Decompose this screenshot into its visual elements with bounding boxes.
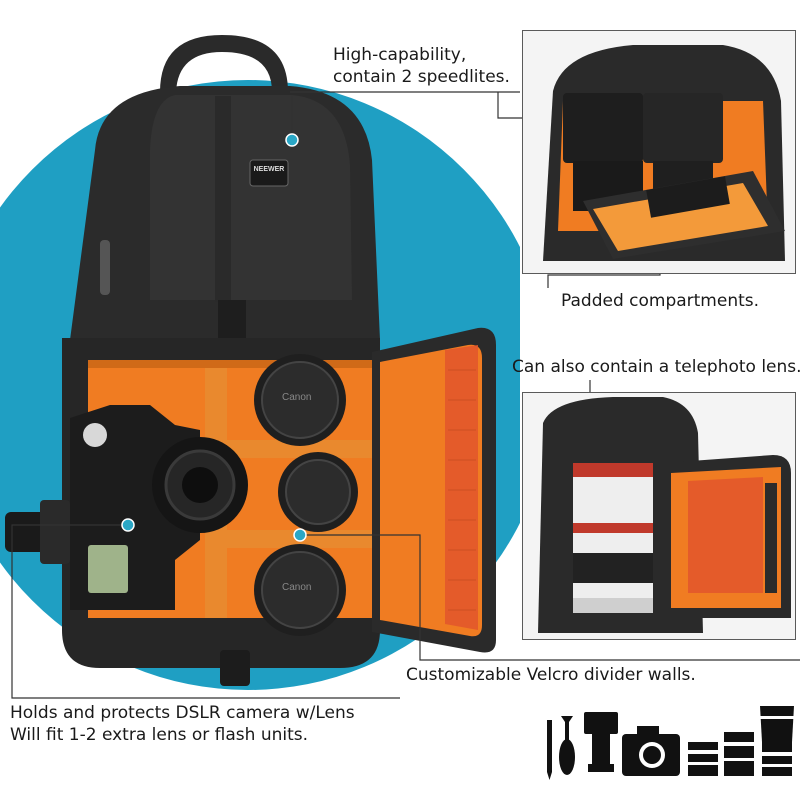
telephoto-callout: Can also contain a telephoto lens. [512,357,800,377]
holds-callout-line2: Will fit 1-2 extra lens or flash units. [10,725,309,745]
backpack-handle [160,35,288,92]
speedlite-icon [584,712,618,772]
padded-callout: Padded compartments. [561,291,760,311]
brand-logo: NEEWER [253,166,285,173]
velcro-callout: Customizable Velcro divider walls. [406,665,696,685]
accessory-icon-row [547,706,794,780]
lens-cap-label-bottom: Canon [282,582,312,593]
speedlite-2 [643,93,723,163]
camera-icon [622,726,680,776]
capacity-callout-line2: contain 2 speedlites. [333,67,510,87]
speedlites-photo-panel [522,30,796,274]
capacity-callout-line1: High-capability, [333,45,467,65]
pen-icon [547,720,552,780]
brush-icon [559,716,575,775]
lens-icon [724,732,754,776]
camera-lcd [88,545,128,593]
holds-dot [121,518,135,532]
holds-leader-line [11,524,400,699]
speedlite-1 [563,93,643,163]
velcro-leader-line [300,534,800,661]
lens-icon [688,742,718,776]
lens-cap-label-top: Canon [282,392,312,403]
velcro-dot [293,528,307,542]
capacity-dot [285,133,299,147]
telephoto-lens-icon [760,706,794,776]
holds-callout-line1: Holds and protects DSLR camera w/Lens [10,703,355,723]
telephoto-lens [573,463,653,613]
zipper-pull [100,240,110,295]
telephoto-photo-panel [522,392,796,640]
side-buckle [5,512,50,552]
